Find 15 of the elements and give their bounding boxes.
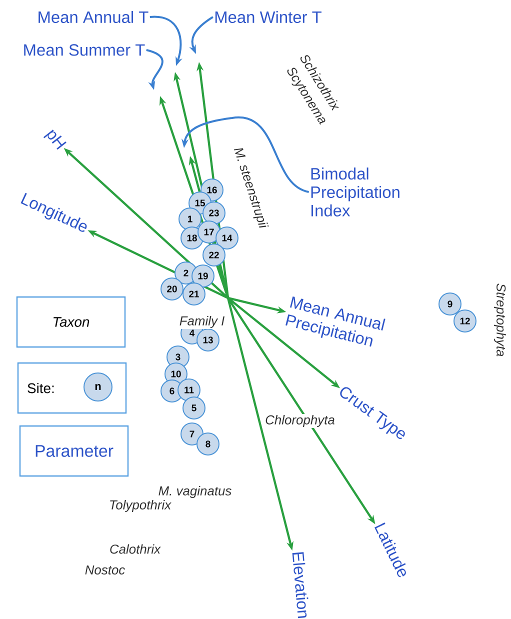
legend-box: Parameter [19, 425, 129, 477]
parameter-label: Elevation [292, 552, 308, 618]
taxon-label: Calothrix [108, 543, 162, 555]
legend-box: Taxon [16, 296, 126, 348]
taxon-label: M. vaginatus [157, 484, 233, 500]
parameter-label: Mean Summer T [24, 44, 145, 56]
parameter-label: Bimodal Precipitation Index [311, 168, 400, 216]
parameter-label: pH [43, 130, 66, 150]
parameter-label: Mean Annual T [38, 10, 148, 24]
taxon-label: Streptophyta [492, 282, 508, 358]
parameter-label: Mean Winter T [215, 10, 322, 24]
taxon-label: Tolypothrix [108, 498, 172, 514]
taxon-label: Family I [178, 314, 226, 330]
taxon-label: Chlorophyta [264, 414, 336, 428]
taxon-label: Nostoc [84, 564, 126, 576]
